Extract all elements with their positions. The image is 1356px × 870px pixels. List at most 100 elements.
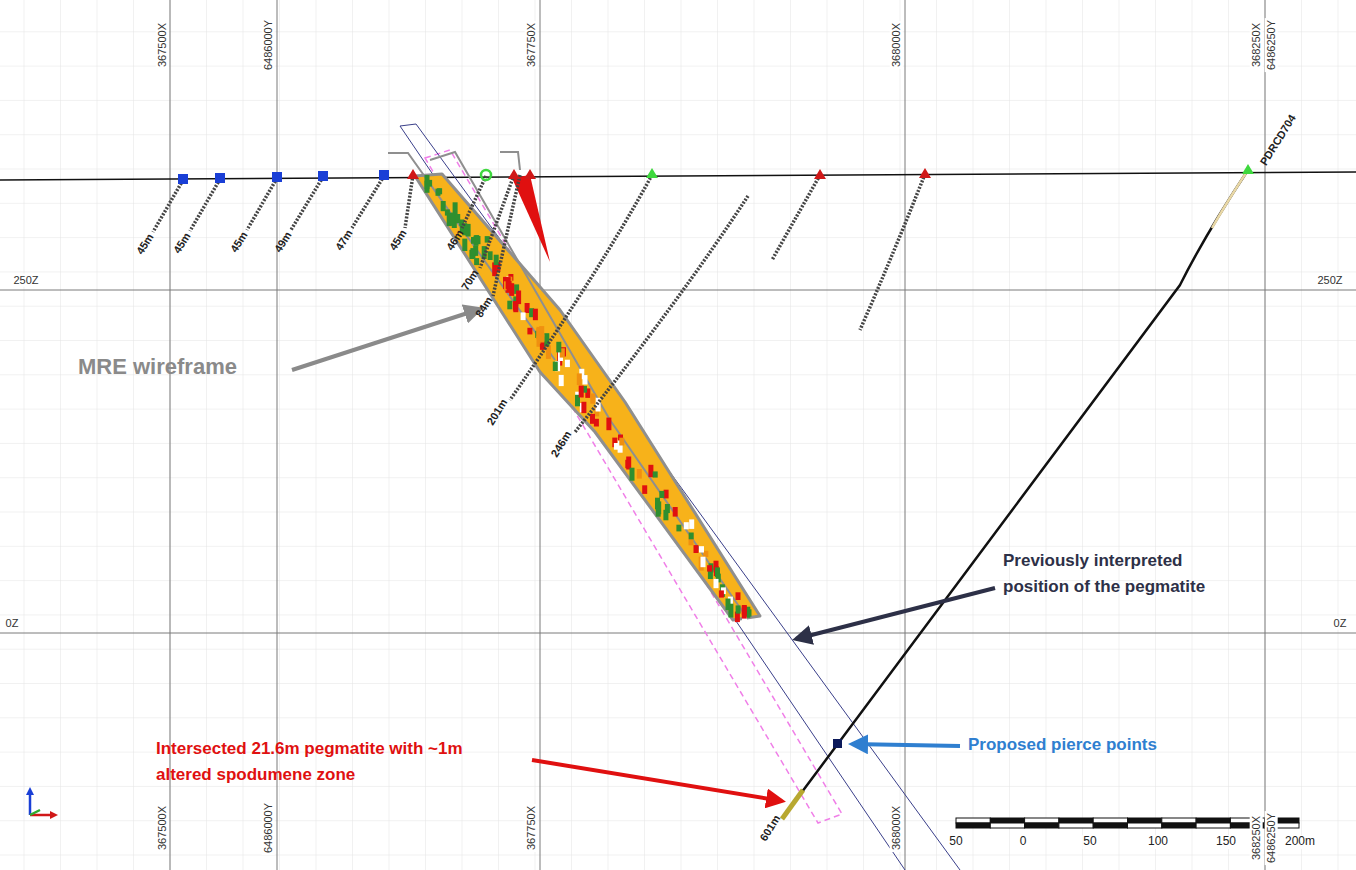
- assay-interval: [676, 525, 681, 532]
- assay-interval: [642, 485, 647, 494]
- assay-interval: [441, 201, 446, 211]
- scale-segment: [1059, 818, 1093, 823]
- assay-interval: [703, 551, 708, 557]
- assay-interval: [513, 301, 518, 312]
- assay-interval: [556, 342, 561, 353]
- assay-interval: [625, 460, 630, 468]
- assay-interval: [694, 545, 699, 553]
- assay-interval: [583, 375, 588, 384]
- pre-collar: [1212, 170, 1248, 228]
- assay-interval: [736, 592, 741, 600]
- callout-text: Previously interpreted position of the p…: [1003, 548, 1251, 599]
- scale-value: 150: [1215, 835, 1237, 849]
- scale-segment: [1059, 823, 1093, 828]
- grid-coordinate: 367750X: [525, 804, 538, 852]
- assay-interval: [590, 394, 595, 404]
- assay-interval: [507, 301, 512, 310]
- grid-coordinate: 6486250Y: [1265, 18, 1278, 72]
- assay-interval: [707, 565, 712, 571]
- assay-interval: [539, 326, 544, 337]
- assay-interval: [689, 519, 694, 529]
- scale-segment: [956, 823, 990, 828]
- assay-interval: [637, 469, 642, 479]
- assay-interval: [689, 533, 694, 540]
- surface-pegmatite-wedge: [512, 175, 550, 262]
- assay-interval: [507, 281, 512, 292]
- scale-segment: [1025, 823, 1059, 828]
- assay-interval: [614, 443, 619, 450]
- scale-segment: [956, 818, 990, 823]
- scale-segment: [1093, 818, 1127, 823]
- scale-bar: [956, 818, 1299, 828]
- elevation-label: 0Z: [4, 617, 21, 630]
- collar-symbols: [178, 164, 1254, 184]
- assay-interval: [720, 584, 725, 597]
- assay-interval: [626, 457, 631, 470]
- pierce-point: [833, 739, 842, 748]
- previous-pegmatite-outline: [400, 124, 960, 870]
- grid-coordinate: 6486000Y: [262, 18, 275, 72]
- scale-segment: [990, 818, 1024, 823]
- grid-coordinate: 6486000Y: [262, 801, 275, 855]
- assay-interval: [471, 237, 476, 244]
- mre-wireframe: [415, 174, 760, 620]
- assay-interval: [714, 579, 719, 588]
- callout-text: MRE wireframe: [78, 354, 298, 379]
- wireframe-edges: [388, 152, 745, 615]
- grid-coordinate: 368000X: [890, 804, 903, 852]
- elevation-label: 250Z: [11, 274, 40, 287]
- assay-interval: [577, 373, 582, 385]
- assay-interval: [742, 605, 747, 619]
- assay-interval: [488, 251, 493, 260]
- assay-interval: [466, 224, 471, 237]
- assay-interval: [579, 386, 584, 398]
- elevation-label: 0Z: [1332, 617, 1349, 630]
- assay-interval: [747, 609, 752, 616]
- scale-segment: [1162, 823, 1196, 828]
- assay-interval: [437, 188, 442, 194]
- assay-interval: [450, 213, 455, 226]
- assay-interval: [533, 309, 538, 321]
- assay-interval: [736, 605, 741, 613]
- callout-arrows: [292, 309, 995, 801]
- assay-interval: [699, 546, 704, 552]
- grid-coordinate: 367500X: [156, 804, 169, 852]
- assay-interval: [719, 590, 724, 597]
- assay-interval: [521, 312, 526, 320]
- axis-triad: [26, 787, 58, 819]
- grid-coordinate: 367750X: [525, 21, 538, 69]
- assay-interval: [494, 255, 499, 265]
- elevation-label: 250Z: [1315, 274, 1344, 287]
- assay-interval: [470, 248, 475, 258]
- scale-value: 200m: [1284, 835, 1316, 849]
- assay-interval: [606, 418, 611, 431]
- grid-coordinate: 367500X: [156, 21, 169, 69]
- scale-value: 50: [1082, 835, 1097, 849]
- assay-interval: [462, 239, 467, 251]
- drillhole-pdrcd704: [790, 170, 1248, 808]
- assay-interval: [684, 522, 689, 529]
- assay-interval: [559, 375, 564, 386]
- assay-interval: [664, 490, 669, 499]
- assay-interval: [648, 465, 653, 477]
- scale-segment: [1025, 818, 1059, 823]
- assay-interval: [673, 507, 678, 517]
- assay-interval: [619, 438, 624, 446]
- drill-traces: [153, 174, 925, 432]
- assay-interval: [653, 471, 658, 477]
- assay-interval: [581, 402, 586, 413]
- scale-value: 0: [1019, 835, 1028, 849]
- scale-segment: [1128, 818, 1162, 823]
- assay-interval: [728, 604, 733, 618]
- assay-intervals: [425, 175, 752, 626]
- assay-interval: [590, 414, 595, 424]
- scale-segment: [1196, 818, 1230, 823]
- assay-interval: [701, 557, 706, 568]
- grid-coordinate: 6486250Y: [1265, 811, 1278, 865]
- grid-coordinate: 368000X: [890, 21, 903, 69]
- assay-interval: [565, 360, 570, 367]
- callout-text: Proposed pierce points: [968, 735, 1188, 755]
- assay-interval: [663, 510, 668, 521]
